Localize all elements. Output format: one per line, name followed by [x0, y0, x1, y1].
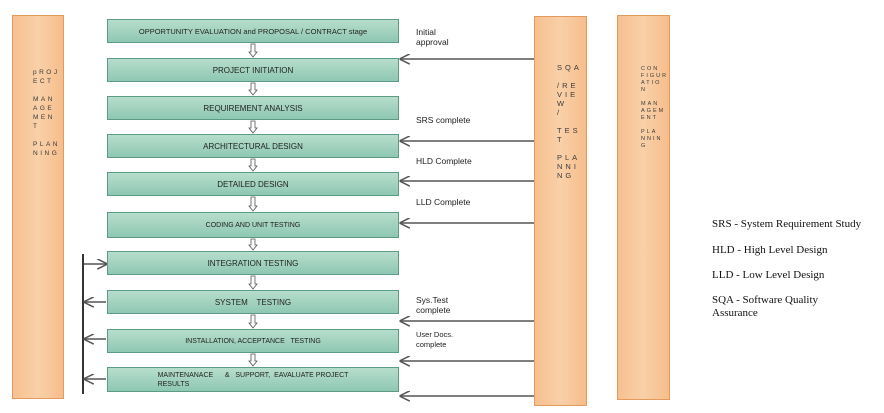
down-arrow-8 [248, 353, 258, 367]
down-arrow-0 [248, 43, 258, 58]
down-arrow-5 [248, 238, 258, 251]
down-arrow-2 [248, 120, 258, 134]
down-arrow-4 [248, 196, 258, 212]
stage-requirement-analysis: REQUIREMENT ANALYSIS [107, 96, 399, 120]
stage-project-initiation: PROJECT INITIATION [107, 58, 399, 82]
legend-sqa: SQA - Software Quality Assurance [712, 294, 819, 319]
note-sys-test-complete: Sys.Test complete [416, 295, 451, 315]
down-arrow-6 [248, 275, 258, 290]
stage-maintenance-support: MAINTENANACE & SUPPORT, EAVALUATE PROJEC… [107, 367, 399, 392]
legend-lld: LLD - Low Level Design [712, 269, 825, 281]
note-user-docs-complete: User Docs. complete [416, 330, 454, 349]
note-lld-complete: LLD Complete [416, 197, 471, 207]
stage-coding-unit-testing: CODING AND UNIT TESTING [107, 212, 399, 238]
note-initial-approval: Initial approval [416, 27, 449, 47]
project-management-planning-column: pROJ ECT MAN AGE MEN T PLAN NING [12, 15, 64, 399]
stage-opportunity-evaluation: OPPORTUNITY EVALUATION and PROPOSAL / CO… [107, 19, 399, 43]
note-hld-complete: HLD Complete [416, 156, 472, 166]
project-management-planning-label: pROJ ECT MAN AGE MEN T PLAN NING [33, 69, 60, 157]
down-arrow-7 [248, 314, 258, 329]
sqa-review-test-planning-label: SQA /RE VIE W / TES T PLA NNI NG [557, 63, 582, 180]
stage-installation-acceptance-testing: INSTALLATION, ACCEPTANCE TESTING [107, 329, 399, 353]
configuration-management-planning-column: CON FIGUR ATIO N MAN AGEM ENT PLA NNIN G [617, 15, 670, 400]
stage-integration-testing: INTEGRATION TESTING [107, 251, 399, 275]
sqa-review-test-planning-column: SQA /RE VIE W / TES T PLA NNI NG [534, 16, 587, 406]
legend-hld: HLD - High Level Design [712, 244, 828, 256]
stage-detailed-design: DETAILED DESIGN [107, 172, 399, 196]
configuration-management-planning-label: CON FIGUR ATIO N MAN AGEM ENT PLA NNIN G [641, 66, 669, 149]
legend-srs: SRS - System Requirement Study [712, 218, 862, 230]
note-srs-complete: SRS complete [416, 115, 471, 125]
down-arrow-3 [248, 158, 258, 172]
stage-architectural-design: ARCHITECTURAL DESIGN [107, 134, 399, 158]
stage-system-testing: SYSTEM TESTING [107, 290, 399, 314]
down-arrow-1 [248, 82, 258, 96]
